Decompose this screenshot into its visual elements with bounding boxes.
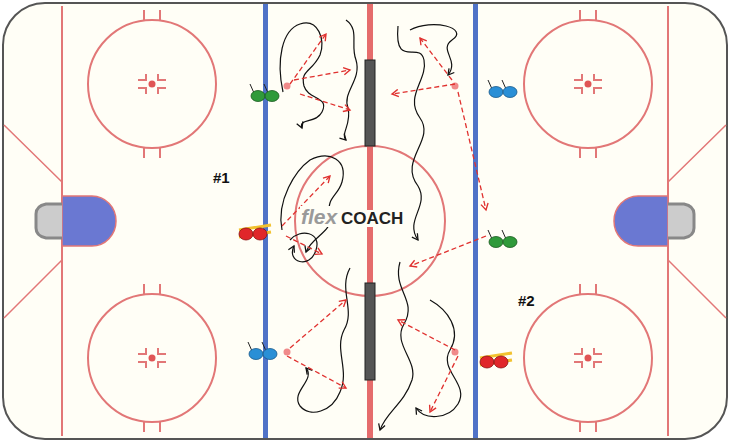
- ice-surface: [3, 3, 727, 439]
- divider: [365, 283, 375, 380]
- blue-line: [473, 4, 478, 438]
- faceoff-circles: [88, 10, 652, 432]
- skate-paths: [280, 20, 461, 430]
- callout-number: #1: [212, 170, 231, 185]
- pass-lines: [282, 34, 486, 412]
- goal-net: [668, 204, 694, 238]
- center-circle: [295, 146, 445, 296]
- goal-net: [36, 204, 62, 238]
- goal-crease: [614, 196, 668, 246]
- watermark-logo: COACH: [340, 210, 404, 227]
- goal-crease: [62, 196, 116, 246]
- callout-number: #2: [517, 293, 536, 308]
- divider: [365, 60, 375, 146]
- blue-line: [263, 4, 268, 438]
- watermark-logo: flex: [300, 206, 338, 227]
